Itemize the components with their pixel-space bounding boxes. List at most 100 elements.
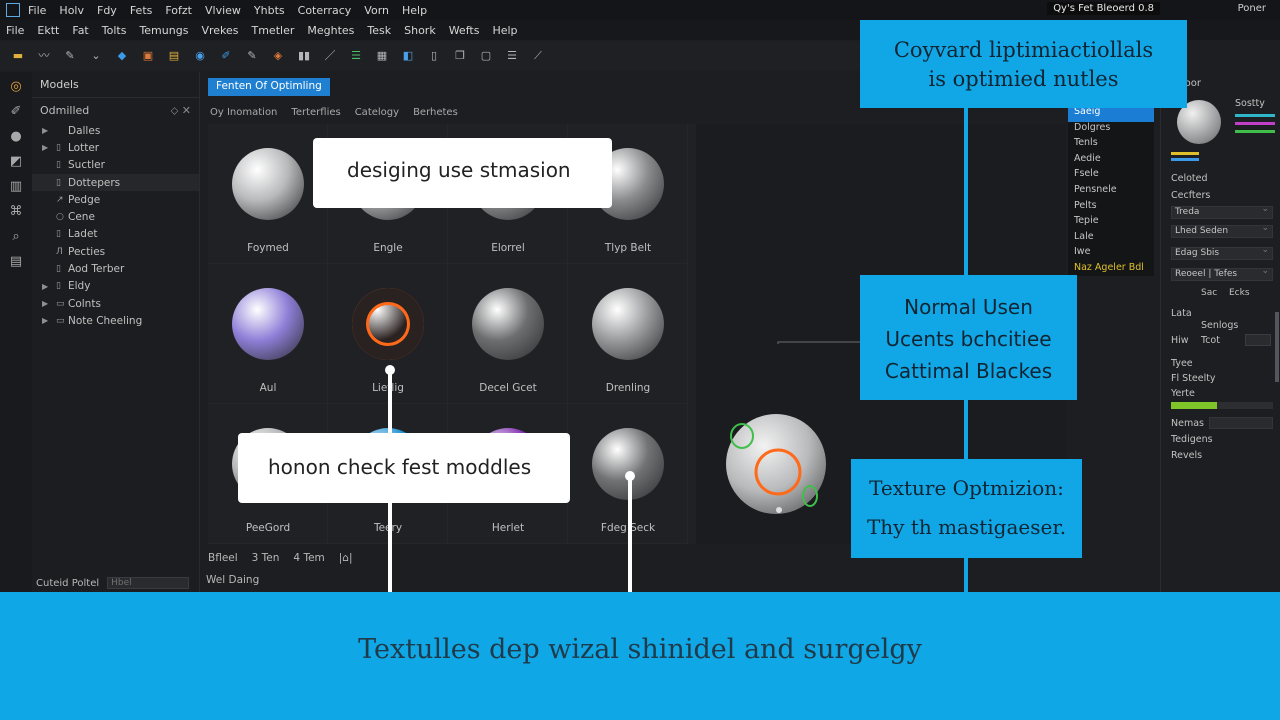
image-tool-icon[interactable]: ▣	[142, 49, 154, 62]
slider-magenta[interactable]	[1235, 122, 1275, 125]
list-green-icon[interactable]: ☰	[351, 49, 361, 62]
globe-tool-icon[interactable]: ◉	[195, 49, 205, 62]
property-list-item[interactable]: Naz Ageler Bdl	[1074, 261, 1144, 273]
menu-item[interactable]: Help	[402, 3, 428, 17]
swatch-icon[interactable]: ◧	[402, 49, 414, 62]
edit-tool-icon[interactable]: ✎	[247, 49, 257, 62]
grid-footer-item[interactable]: 4 Tem	[293, 552, 325, 564]
material-sphere[interactable]	[232, 148, 304, 220]
diamond-tool-icon[interactable]: ◆	[117, 49, 127, 62]
tree-item[interactable]: ▶▭Colnts	[32, 295, 199, 312]
material-cell[interactable]: Lietlig	[328, 264, 448, 404]
grid-footer-item[interactable]: |⌂|	[338, 552, 353, 564]
clipboard-icon[interactable]: ▤	[9, 254, 23, 269]
slider-yellow[interactable]	[1171, 152, 1199, 155]
pen-icon[interactable]: ／	[324, 49, 336, 62]
search-icon[interactable]: ◎	[10, 79, 22, 94]
property-list-item[interactable]: Pelts	[1074, 199, 1097, 211]
corner-label[interactable]: Poner	[1237, 3, 1266, 14]
slider-blue[interactable]	[1171, 158, 1199, 161]
menu-item[interactable]: Vorn	[364, 3, 389, 17]
brush-tool-icon[interactable]: ✐	[221, 49, 231, 62]
menu-item[interactable]: Fat	[72, 23, 89, 37]
panel-icon[interactable]: ▯	[430, 49, 438, 62]
progress-track[interactable]	[1171, 402, 1273, 409]
grid-footer-item[interactable]: 3 Ten	[251, 552, 280, 564]
viewport-sphere[interactable]	[726, 414, 826, 514]
filter-item[interactable]: Berhetes	[413, 106, 458, 118]
list-icon[interactable]: ☰	[507, 49, 517, 62]
grid-icon[interactable]: ▦	[376, 49, 388, 62]
material-sphere[interactable]	[232, 288, 304, 360]
button-ecks[interactable]: Ecks	[1229, 288, 1250, 298]
property-list-item[interactable]: Lale	[1074, 230, 1094, 242]
menu-item[interactable]: Vlview	[205, 3, 241, 17]
expand-arrow-icon[interactable]: ▶	[42, 143, 49, 153]
menu-item[interactable]: File	[28, 3, 47, 17]
slider-cyan[interactable]	[1235, 114, 1275, 117]
material-cell[interactable]: Foymed	[208, 124, 328, 264]
property-list-item[interactable]: Iwe	[1074, 246, 1091, 258]
right-field-2[interactable]: Lhed Seden	[1171, 223, 1273, 238]
material-sphere[interactable]	[592, 288, 664, 360]
tree-item[interactable]: ▶▯Lotter	[32, 139, 199, 156]
material-sphere[interactable]	[472, 288, 544, 360]
tree-item[interactable]: ▯Dottepers	[32, 173, 199, 192]
curve-tool-icon[interactable]: 〰	[38, 49, 50, 62]
expand-arrow-icon[interactable]: ▶	[42, 281, 49, 291]
right-scrollbar[interactable]	[1275, 312, 1279, 382]
menu-item[interactable]: Shork	[404, 23, 436, 37]
expand-arrow-icon[interactable]: ▶	[42, 299, 49, 309]
tree-item[interactable]: ▯Ladet	[32, 226, 199, 243]
property-list-item[interactable]: Tepie	[1074, 215, 1099, 227]
material-cell[interactable]: Decel Gcet	[448, 264, 568, 404]
tree-item[interactable]: ▯Aod Terber	[32, 260, 199, 277]
expand-arrow-icon[interactable]: ▶	[42, 316, 49, 326]
tree-item[interactable]: ▶▭Note Cheeling	[32, 312, 199, 329]
tree-item[interactable]: ▯Suctler	[32, 157, 199, 174]
menu-item[interactable]: File	[6, 23, 25, 37]
tab-active[interactable]: Fenten Of Optimling	[208, 78, 330, 96]
paint-tool-icon[interactable]: ✎	[65, 49, 75, 62]
material-cell[interactable]: Aul	[208, 264, 328, 404]
tree-item[interactable]: ↗Pedge	[32, 191, 199, 208]
tree-item[interactable]: ▶▯Eldy	[32, 278, 199, 295]
node-icon[interactable]: ⌘	[9, 204, 23, 219]
menu-item[interactable]: Ektt	[37, 23, 60, 37]
menu-item[interactable]: Wefts	[448, 23, 480, 37]
lock-icon[interactable]: ▢	[480, 49, 492, 62]
property-list-item[interactable]: Pensnele	[1074, 183, 1117, 195]
property-list-item[interactable]: Tenls	[1074, 137, 1098, 149]
menu-item[interactable]: Temungs	[139, 23, 189, 37]
menu-item[interactable]: Tesk	[367, 23, 392, 37]
snap-icon[interactable]: ⟋	[534, 49, 542, 62]
menu-item[interactable]: Meghtes	[307, 23, 355, 37]
right-field-4[interactable]: Reoeel | Tefes	[1171, 266, 1273, 281]
cube-tool-icon[interactable]: ◈	[273, 49, 283, 62]
menu-item[interactable]: Tmetler	[251, 23, 295, 37]
material-sphere[interactable]	[352, 288, 424, 360]
filter-item[interactable]: Terterflies	[291, 106, 341, 118]
folder-icon[interactable]: ▬	[12, 49, 24, 62]
stack-icon[interactable]: ❐	[455, 49, 465, 62]
menu-item[interactable]: Fdy	[97, 3, 117, 17]
slider-green[interactable]	[1235, 130, 1275, 133]
button-sac[interactable]: Sac	[1201, 288, 1218, 298]
outliner-footer-select[interactable]: Hbel	[107, 577, 190, 589]
property-list-item[interactable]: Saeig	[1068, 106, 1154, 122]
menu-item[interactable]: Fets	[129, 3, 153, 17]
material-cell[interactable]: Drenling	[568, 264, 688, 404]
dropdown-arrow-icon[interactable]: ⌄	[91, 49, 101, 62]
filter-item[interactable]: Oy Inomation	[210, 106, 278, 118]
tree-item[interactable]: ○Cene	[32, 208, 199, 225]
book-icon[interactable]: ▥	[9, 179, 23, 194]
green-gizmo-left[interactable]	[730, 423, 754, 449]
layer-tool-icon[interactable]: ▤	[168, 49, 180, 62]
expand-arrow-icon[interactable]: ▶	[42, 126, 49, 136]
menu-item[interactable]: Yhbts	[253, 3, 285, 17]
brush-icon[interactable]: ✐	[10, 104, 22, 119]
property-list-item[interactable]: Dolgres	[1074, 121, 1111, 133]
right-field-3[interactable]: Edag Sbis	[1171, 245, 1273, 260]
zoom-icon[interactable]: ⌕	[12, 229, 20, 244]
columns-icon[interactable]: ▮▮	[297, 49, 311, 62]
